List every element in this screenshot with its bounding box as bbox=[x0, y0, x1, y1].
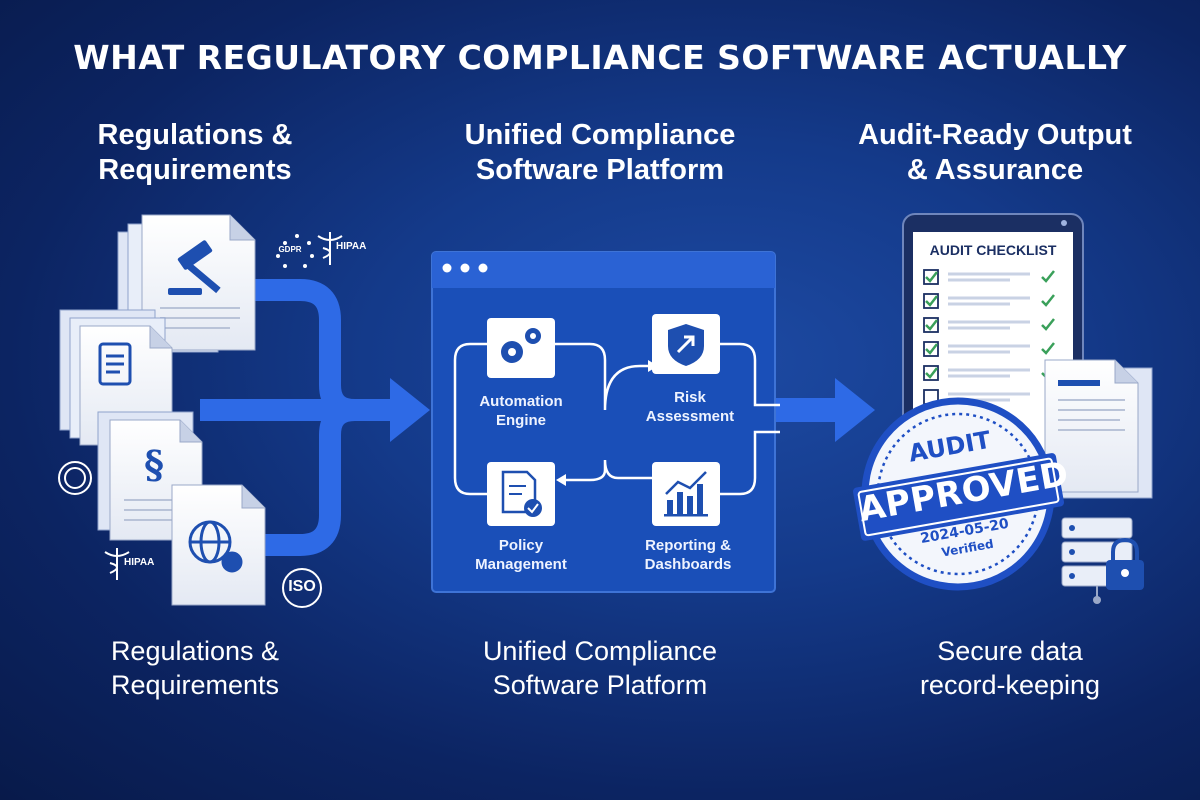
module-label-policy: Policy Management bbox=[466, 536, 576, 574]
checklist-item bbox=[923, 269, 1055, 285]
iso-badge: ISO bbox=[288, 578, 316, 595]
left-arrow-head bbox=[390, 378, 430, 442]
gavel-icon bbox=[168, 240, 221, 295]
checkmark-icon bbox=[1041, 342, 1055, 355]
footer-line: Regulations & bbox=[110, 636, 280, 666]
module-label-line: Management bbox=[475, 556, 567, 573]
checkmark-icon bbox=[1041, 294, 1055, 307]
module-label-automation: Automation Engine bbox=[466, 392, 576, 430]
column-footer-platform: Unified Compliance Software Platform bbox=[440, 634, 760, 702]
checkbox-icon bbox=[923, 365, 939, 381]
module-label-line: Reporting & bbox=[645, 537, 731, 554]
checklist-rows bbox=[923, 269, 1055, 405]
checklist-item bbox=[923, 341, 1055, 357]
section-symbol-icon: § bbox=[144, 442, 164, 487]
checkbox-icon bbox=[923, 293, 939, 309]
reporting-module-tile bbox=[652, 462, 720, 526]
column-heading-regulations: Regulations & Requirements bbox=[60, 118, 330, 188]
heading-line: & Assurance bbox=[906, 154, 1084, 186]
checkbox-icon bbox=[923, 269, 939, 285]
hipaa-badge-bottom: HIPAA bbox=[124, 557, 155, 568]
heading-line: Unified Compliance bbox=[464, 119, 736, 151]
checkmark-icon bbox=[925, 343, 938, 355]
iso-ring-icon bbox=[282, 568, 322, 608]
checkmark-icon bbox=[925, 367, 938, 379]
column-footer-regulations: Regulations & Requirements bbox=[60, 634, 330, 702]
footer-line: Software Platform bbox=[492, 670, 708, 700]
checklist-item bbox=[923, 317, 1055, 333]
document-check-icon bbox=[501, 470, 542, 517]
heading-line: Audit-Ready Output bbox=[858, 119, 1132, 151]
module-label-reporting: Reporting & Dashboards bbox=[626, 536, 750, 574]
heading-line: Software Platform bbox=[475, 154, 725, 186]
stamp-text-group: AUDIT APPROVED 2024-05-20 Verified bbox=[842, 378, 1074, 610]
heading-line: Requirements bbox=[98, 154, 292, 186]
checkbox-icon bbox=[923, 341, 939, 357]
module-label-line: Risk bbox=[674, 389, 706, 406]
gears-icon bbox=[501, 328, 541, 363]
column-footer-audit: Secure data record-keeping bbox=[860, 634, 1160, 702]
module-label-line: Automation bbox=[479, 393, 563, 410]
risk-module-tile bbox=[652, 314, 720, 374]
right-arrow-head bbox=[835, 378, 875, 442]
platform-flow-lines bbox=[453, 342, 780, 496]
checkmark-icon bbox=[925, 271, 938, 283]
footer-line: Unified Compliance bbox=[482, 636, 718, 666]
module-label-line: Engine bbox=[495, 412, 546, 429]
automation-module-tile bbox=[487, 318, 555, 378]
lock-icon bbox=[1106, 537, 1144, 590]
footer-line: Secure data bbox=[937, 636, 1083, 666]
checkmark-icon bbox=[925, 319, 938, 331]
module-label-line: Dashboards bbox=[644, 556, 732, 573]
converging-flow-arrows bbox=[200, 279, 395, 556]
checkmark-icon bbox=[1041, 270, 1055, 283]
bar-chart-icon bbox=[664, 471, 708, 517]
right-arrow-shaft bbox=[770, 398, 840, 422]
approval-stamp bbox=[853, 397, 1065, 591]
report-document bbox=[1044, 359, 1153, 499]
policy-module-tile bbox=[487, 462, 555, 526]
caduceus-icon-bottom bbox=[104, 548, 130, 580]
column-heading-audit: Audit-Ready Output & Assurance bbox=[830, 118, 1160, 188]
gavel-document-stack bbox=[117, 214, 256, 353]
globe-document bbox=[171, 484, 266, 606]
checklist-title: AUDIT CHECKLIST bbox=[929, 242, 1057, 258]
caduceus-icon-top bbox=[317, 232, 343, 265]
globe-gear-icon bbox=[188, 520, 243, 573]
heading-line: Regulations & bbox=[97, 119, 293, 151]
gdpr-badge: GDPR bbox=[278, 245, 302, 254]
column-heading-platform: Unified Compliance Software Platform bbox=[440, 118, 760, 188]
module-label-line: Assessment bbox=[645, 408, 735, 425]
hipaa-badge-top: HIPAA bbox=[336, 241, 367, 252]
gdpr-star-ring-icon bbox=[276, 234, 314, 268]
page-title: WHAT REGULATORY COMPLIANCE SOFTWARE ACTU… bbox=[73, 38, 1127, 77]
checkmark-icon bbox=[925, 295, 938, 307]
scroll-icon bbox=[98, 342, 132, 386]
module-label-line: Policy bbox=[498, 537, 544, 554]
seal-icon bbox=[58, 461, 92, 495]
module-label-risk: Risk Assessment bbox=[630, 388, 750, 426]
checkbox-icon bbox=[923, 317, 939, 333]
footer-line: Requirements bbox=[110, 670, 280, 700]
footer-line: record-keeping bbox=[919, 670, 1101, 700]
checklist-item bbox=[923, 293, 1055, 309]
checkmark-icon bbox=[1041, 318, 1055, 331]
